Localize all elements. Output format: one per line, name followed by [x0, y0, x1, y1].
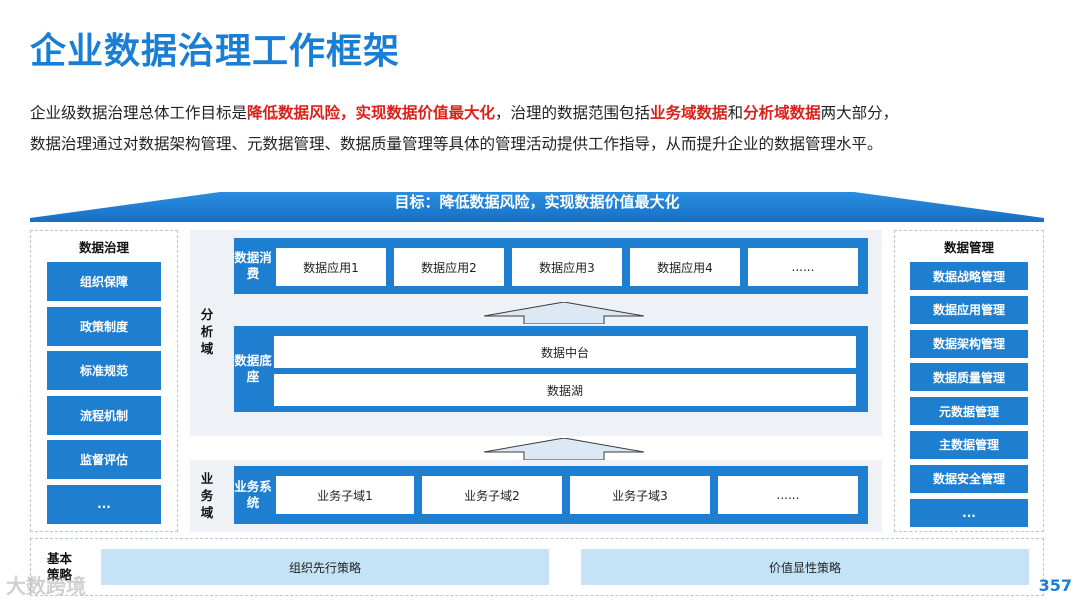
business-subdomain-cell: 业务子域2 [422, 476, 562, 514]
management-item: 数据安全管理 [910, 464, 1028, 493]
business-subdomain-cell: 业务子域3 [570, 476, 710, 514]
management-item: 数据战略管理 [910, 262, 1028, 290]
intro-text-a: 企业级数据治理总体工作目标是 [30, 104, 248, 122]
goal-roof: 目标：降低数据风险，实现数据价值最大化 [30, 184, 1044, 222]
governance-item: 政策制度 [47, 306, 161, 346]
data-middle-platform-cell: 数据中台 [274, 336, 856, 368]
business-zone: 业务域 业务系统 业务子域1 业务子域2 业务子域3 ...... [190, 460, 882, 532]
intro-line-1: 企业级数据治理总体工作目标是降低数据风险，实现数据价值最大化，治理的数据范围包括… [30, 98, 1060, 129]
analysis-zone-label: 分析域 [200, 307, 214, 356]
business-system-band: 业务系统 业务子域1 业务子域2 业务子域3 ...... [234, 466, 868, 524]
governance-item: 流程机制 [47, 395, 161, 435]
governance-item: 监督评估 [47, 440, 161, 479]
data-app-cell: 数据应用4 [630, 248, 740, 286]
intro-text-e: 和 [727, 104, 744, 122]
management-item: 数据质量管理 [910, 363, 1028, 392]
governance-item: 标准规范 [47, 351, 161, 390]
analysis-zone: 分析域 数据消费 数据应用1 数据应用2 数据应用3 数据应用4 ...... … [190, 230, 882, 436]
intro-text-c: ，治理的数据范围包括 [495, 104, 651, 122]
business-zone-label: 业务域 [200, 471, 214, 520]
governance-item: ... [47, 484, 161, 524]
data-app-cell: ...... [748, 248, 858, 286]
business-subdomain-cell: 业务子域1 [276, 476, 414, 514]
data-app-cell: 数据应用3 [512, 248, 622, 286]
basic-strategy-bar: 基本策略 组织先行策略 价值显性策略 [30, 538, 1044, 596]
governance-item: 组织保障 [47, 262, 161, 301]
governance-panel: 数据治理 组织保障 政策制度 标准规范 流程机制 监督评估 ... [30, 230, 178, 532]
management-item: 数据应用管理 [910, 295, 1028, 324]
management-title: 数据管理 [943, 240, 994, 255]
intro-highlight-analysis: 分析域数据 [743, 104, 821, 122]
management-item: ... [910, 498, 1028, 527]
roof-shape [30, 192, 1044, 222]
management-item: 主数据管理 [910, 430, 1028, 459]
page-title: 企业数据治理工作框架 [30, 31, 401, 72]
data-app-cell: 数据应用2 [394, 248, 504, 286]
data-base-label: 数据底座 [234, 353, 272, 384]
strategy-label: 基本策略 [47, 551, 73, 582]
governance-title: 数据治理 [78, 240, 129, 255]
watermark-logo: 大数跨境 [6, 574, 86, 598]
strategy-item: 价值显性策略 [581, 549, 1029, 585]
data-lake-cell: 数据湖 [274, 374, 856, 406]
intro-text: 企业级数据治理总体工作目标是降低数据风险，实现数据价值最大化，治理的数据范围包括… [30, 98, 1060, 160]
management-panel: 数据管理 数据战略管理 数据应用管理 数据架构管理 数据质量管理 元数据管理 主… [894, 230, 1044, 532]
intro-highlight-goal: 降低数据风险，实现数据价值最大化 [247, 104, 496, 122]
intro-highlight-business: 业务域数据 [650, 104, 728, 122]
strategy-item: 组织先行策略 [101, 549, 549, 585]
page-number: 357 [1038, 576, 1072, 595]
management-item: 元数据管理 [910, 397, 1028, 426]
data-base-band: 数据底座 数据中台 数据湖 [234, 326, 868, 412]
up-arrow-icon [484, 302, 644, 324]
data-consume-label: 数据消费 [234, 250, 272, 281]
business-system-label: 业务系统 [234, 479, 272, 510]
business-subdomain-cell: ...... [718, 476, 858, 514]
intro-line-2: 数据治理通过对数据架构管理、元数据管理、数据质量管理等具体的管理活动提供工作指导… [30, 135, 883, 153]
data-app-cell: 数据应用1 [276, 248, 386, 286]
intro-text-g: 两大部分， [820, 104, 899, 122]
data-consume-band: 数据消费 数据应用1 数据应用2 数据应用3 数据应用4 ...... [234, 238, 868, 294]
up-arrow-icon [484, 438, 644, 460]
management-item: 数据架构管理 [910, 329, 1028, 358]
goal-label: 目标：降低数据风险，实现数据价值最大化 [394, 193, 680, 211]
